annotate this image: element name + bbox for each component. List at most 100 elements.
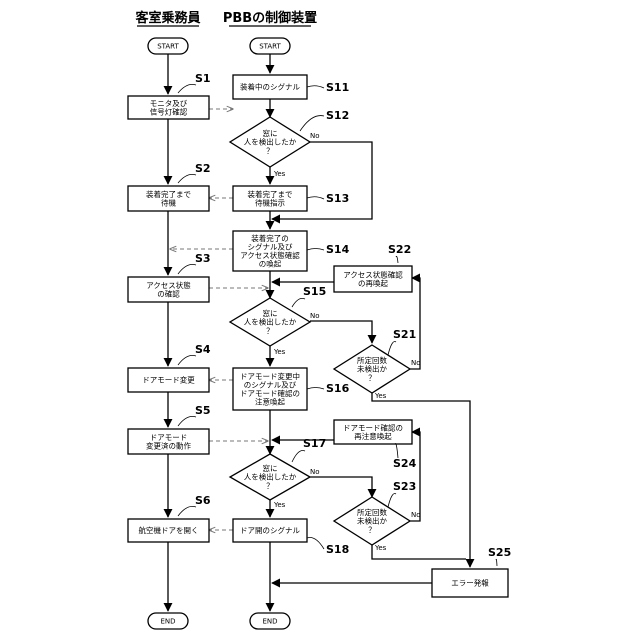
step-s23-text-line: 所定回数 <box>357 507 387 517</box>
step-s14-text-line: アクセス状態確認 <box>240 250 300 260</box>
step-s12-text-line: ？ <box>266 146 274 155</box>
step-s1-id: S1 <box>195 72 211 85</box>
s17-no-label: No <box>310 468 320 476</box>
step-s16: ドアモード変更中のシグナル及びドアモード確認の注意喚起S16 <box>233 368 350 410</box>
svg-text:START: START <box>157 43 179 51</box>
step-s2-text-line: 待機 <box>161 198 176 208</box>
s23-yes-label: Yes <box>374 544 387 552</box>
s15-no-label: No <box>310 312 320 320</box>
step-s13-leader <box>307 197 324 199</box>
header-cabin-crew: 客室乗務員 <box>135 10 200 26</box>
step-s2-text-line: 装着完了まで <box>146 189 191 199</box>
step-s23-leader <box>388 494 396 507</box>
step-s24-leader <box>395 444 398 458</box>
step-s21-text-line: ？ <box>368 373 376 382</box>
step-s14-text-line: 装着完了の <box>251 233 289 243</box>
step-s5-text-line: 変更済の動作 <box>146 441 191 451</box>
step-s14: 装着完了のシグナル及びアクセス状態確認の喚起 S14 <box>233 231 350 271</box>
step-s4-text-line: ドアモード変更 <box>142 375 195 385</box>
step-s15-text-line: 窓に <box>263 308 278 318</box>
step-s3: アクセス状態の確認 S3 <box>128 252 211 302</box>
step-s3-leader <box>178 264 196 274</box>
step-s15-leader <box>292 298 305 307</box>
step-s3-text-line: の確認 <box>157 289 180 299</box>
step-s25: エラー発報 S25 <box>432 546 511 597</box>
step-s13-id: S13 <box>326 192 349 205</box>
step-s12-id: S12 <box>326 109 349 122</box>
step-s18-id: S18 <box>326 543 349 556</box>
step-s25-id: S25 <box>488 546 511 559</box>
step-s12-text-line: 窓に <box>263 128 278 138</box>
step-s16-text-line: ドアモード確認の <box>240 388 300 398</box>
right-start-terminal: START <box>250 38 290 54</box>
step-s4-leader <box>178 355 196 365</box>
step-s21-id: S21 <box>393 328 416 341</box>
step-s21-text-line: 未検出か <box>357 364 387 374</box>
step-s1-text-line: 信号灯確認 <box>150 107 188 117</box>
step-s14-text-line: の喚起 <box>259 259 282 269</box>
step-s12-leader <box>300 116 324 131</box>
step-s22-id: S22 <box>388 243 411 256</box>
s23-no-connector <box>410 432 420 521</box>
step-s16-id: S16 <box>326 382 350 395</box>
step-s3-text-line: アクセス状態 <box>146 280 191 290</box>
step-s6-leader <box>178 506 196 516</box>
step-s17-text-line: ？ <box>266 481 274 490</box>
step-s17-text-line: 人を検出したか <box>244 472 297 482</box>
step-s12: 窓に人を検出したか？S12 <box>230 109 349 167</box>
step-s11-text-line: 装着中のシグナル <box>240 82 300 92</box>
step-s6: 航空機ドアを開くS6 <box>128 494 211 542</box>
step-s14-text-line: シグナル及び <box>248 241 293 251</box>
step-s13: 装着完了まで待機指示 S13 <box>233 186 349 211</box>
step-s3-id: S3 <box>195 252 211 265</box>
step-s25-leader <box>496 559 497 566</box>
svg-text:END: END <box>160 618 175 626</box>
svg-text:START: START <box>259 43 281 51</box>
step-s11-id: S11 <box>326 81 349 94</box>
step-s24-text-line: 再注意喚起 <box>354 431 392 441</box>
step-s11-leader <box>307 86 324 88</box>
step-s18: ドア開のシグナル S18 <box>233 519 349 556</box>
step-s5-leader <box>178 416 196 426</box>
s21-no-label: No <box>411 359 421 367</box>
s21-yes-connector <box>372 393 470 567</box>
flowchart-nodes: モニタ及び信号灯確認S1装着完了まで待機S2アクセス状態の確認S3ドアモード変更… <box>128 72 511 597</box>
s12-yes-label: Yes <box>273 170 286 178</box>
step-s18-leader <box>307 537 324 549</box>
step-s17-leader <box>292 450 305 462</box>
step-s21-text-line: 所定回数 <box>357 355 387 365</box>
s21-yes-label: Yes <box>374 392 387 400</box>
step-s16-text-line: のシグナル及び <box>244 379 297 389</box>
s17-yes-label: Yes <box>273 501 286 509</box>
step-s22-text-line: アクセス状態確認 <box>343 269 403 279</box>
header-pbb-controller: PBBの制御装置 <box>223 10 317 26</box>
step-s16-text-line: ドアモード変更中 <box>240 371 300 381</box>
step-s1: モニタ及び信号灯確認S1 <box>128 72 211 119</box>
step-s23-text-line: 未検出か <box>357 516 387 526</box>
s12-no-label: No <box>310 132 320 140</box>
step-s2-id: S2 <box>195 162 211 175</box>
left-end-terminal: END <box>148 613 188 629</box>
step-s1-leader <box>178 84 196 93</box>
s17-no-connector <box>310 477 372 497</box>
left-start-terminal: START <box>148 38 188 54</box>
step-s13-text-line: 装着完了まで <box>248 189 293 199</box>
step-s23: 所定回数未検出か？S23 <box>334 480 416 545</box>
step-s14-id: S14 <box>326 243 350 256</box>
step-s13-text-line: 待機指示 <box>255 198 285 208</box>
step-s23-id: S23 <box>393 480 416 493</box>
step-s4-id: S4 <box>195 343 211 356</box>
step-s6-text-line: 航空機ドアを開く <box>139 525 199 535</box>
step-s24: ドアモード確認の再注意喚起S24 <box>334 420 417 470</box>
step-s18-text-line: ドア開のシグナル <box>240 525 300 535</box>
step-s16-leader <box>307 388 324 390</box>
step-s25-text-line: エラー発報 <box>451 579 489 588</box>
step-s22-leader <box>396 256 398 263</box>
step-s21-leader <box>388 342 396 355</box>
s15-yes-label: Yes <box>273 348 286 356</box>
s15-no-connector <box>310 321 372 343</box>
step-s11: 装着中のシグナル S11 <box>233 75 349 99</box>
step-s2: 装着完了まで待機 S2 <box>128 162 211 211</box>
step-s15-id: S15 <box>303 285 326 298</box>
